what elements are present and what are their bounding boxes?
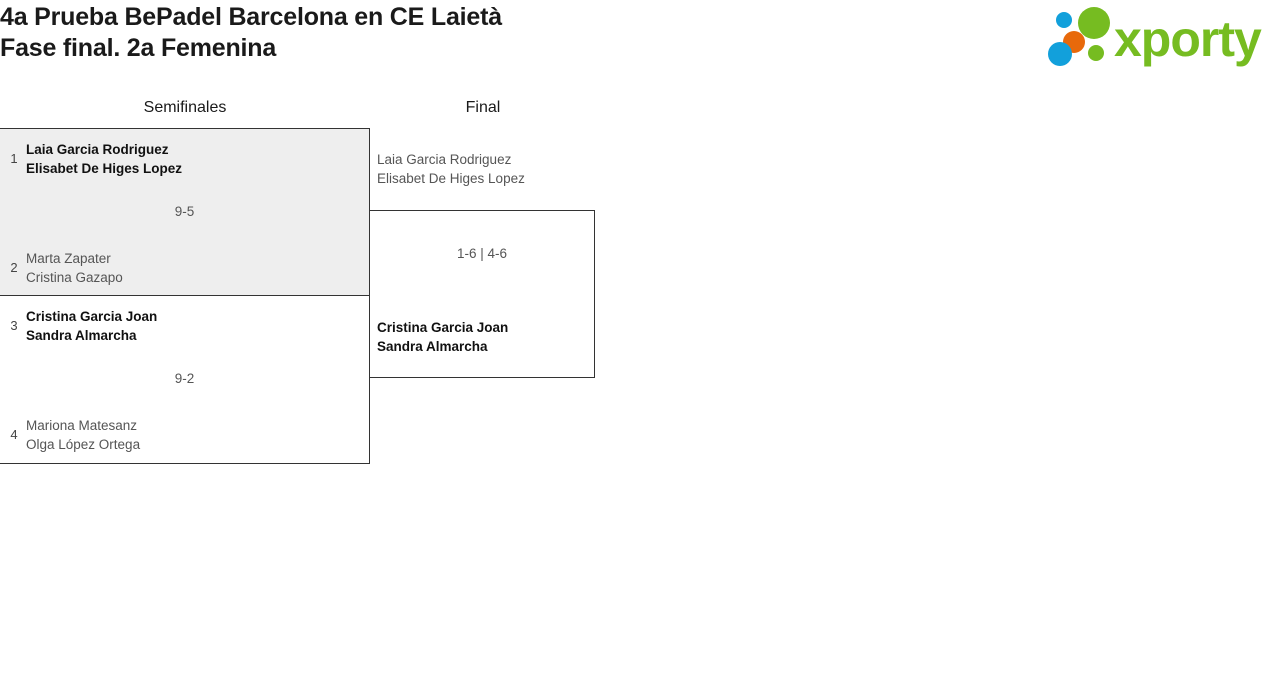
- round-header-final: Final: [465, 99, 501, 116]
- match-score: 9-2: [174, 371, 195, 386]
- seed-number: 1: [10, 151, 18, 166]
- seed-number: 3: [10, 318, 18, 333]
- team-entry[interactable]: Laia Garcia Rodriguez Elisabet De Higes …: [26, 140, 356, 178]
- match-score: 1-6 | 4-6: [456, 246, 508, 261]
- player-name: Laia Garcia Rodriguez: [26, 142, 169, 157]
- player-name: Sandra Almarcha: [377, 339, 488, 354]
- team-entry[interactable]: Marta Zapater Cristina Gazapo: [26, 249, 356, 287]
- team-entry[interactable]: Cristina Garcia Joan Sandra Almarcha: [377, 318, 592, 356]
- player-name: Mariona Matesanz: [26, 418, 138, 433]
- match-score: 9-5: [174, 204, 195, 219]
- page-title: 4a Prueba BePadel Barcelona en CE Laietà…: [0, 3, 502, 62]
- team-entry[interactable]: Cristina Garcia Joan Sandra Almarcha: [26, 307, 356, 345]
- player-name: Olga López Ortega: [26, 437, 141, 452]
- player-name: Elisabet De Higes Lopez: [377, 171, 525, 186]
- seed-number: 2: [10, 260, 18, 275]
- player-name: Cristina Gazapo: [26, 270, 123, 285]
- svg-text:xporty: xporty: [1114, 11, 1262, 67]
- player-name: Cristina Garcia Joan: [377, 320, 509, 335]
- player-name: Laia Garcia Rodriguez: [377, 152, 512, 167]
- seed-number: 4: [10, 427, 18, 442]
- round-header-semifinals: Semifinales: [143, 99, 227, 116]
- player-name: Cristina Garcia Joan: [26, 309, 158, 324]
- page-header: 4a Prueba BePadel Barcelona en CE Laietà…: [0, 0, 1280, 80]
- player-name: Sandra Almarcha: [26, 328, 137, 343]
- match-final[interactable]: [369, 210, 595, 378]
- semifinals-column: 1 Laia Garcia Rodriguez Elisabet De Hige…: [0, 128, 370, 464]
- team-entry[interactable]: Mariona Matesanz Olga López Ortega: [26, 416, 356, 454]
- player-name: Elisabet De Higes Lopez: [26, 161, 183, 176]
- match-semifinal-1[interactable]: 1 Laia Garcia Rodriguez Elisabet De Hige…: [0, 129, 369, 296]
- match-semifinal-2[interactable]: 3 Cristina Garcia Joan Sandra Almarcha 9…: [0, 296, 369, 463]
- player-name: Marta Zapater: [26, 251, 111, 266]
- xporty-logo[interactable]: xporty: [1048, 4, 1274, 70]
- team-entry[interactable]: Laia Garcia Rodriguez Elisabet De Higes …: [377, 150, 592, 188]
